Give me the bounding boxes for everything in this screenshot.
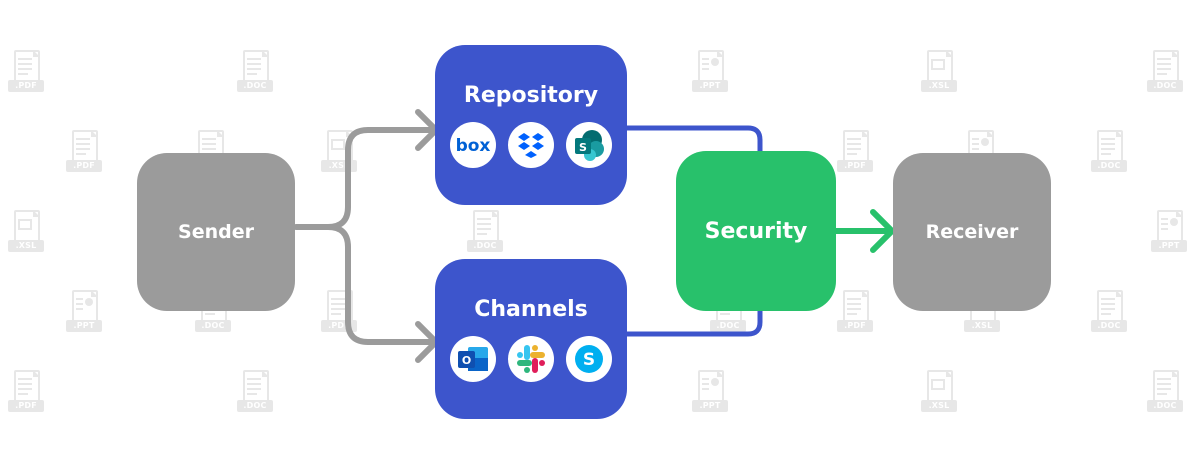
file-type-label: .DOC xyxy=(710,320,746,332)
file-ppt-icon: .PPT xyxy=(692,50,728,96)
file-type-label: .XSL xyxy=(921,80,957,92)
file-type-label: .PDF xyxy=(66,160,102,172)
connector-channels-security xyxy=(626,308,763,337)
dropbox-icon xyxy=(508,121,554,168)
skype-icon-text: S xyxy=(583,350,595,370)
file-type-label: .PPT xyxy=(1151,240,1187,252)
channels-node: Channels O xyxy=(435,259,627,419)
sender-label: Sender xyxy=(178,221,254,243)
file-doc-icon: .DOC xyxy=(1091,130,1127,176)
file-pdf-icon: .PDF xyxy=(837,130,873,176)
receiver-node: Receiver xyxy=(893,153,1051,311)
repository-icons: box xyxy=(450,121,612,168)
file-xsl-icon: .XSL xyxy=(8,210,44,256)
file-type-label: .PDF xyxy=(8,80,44,92)
file-ppt-icon: .PPT xyxy=(66,290,102,336)
file-type-label: .PPT xyxy=(692,400,728,412)
file-ppt-icon: .PPT xyxy=(692,370,728,416)
security-label: Security xyxy=(704,218,808,244)
outlook-icon: O xyxy=(450,335,496,382)
channels-icons: O xyxy=(450,335,612,382)
file-type-label: .DOC xyxy=(467,240,503,252)
file-type-label: .DOC xyxy=(1091,320,1127,332)
file-pdf-icon: .PDF xyxy=(8,370,44,416)
file-doc-icon: .DOC xyxy=(237,370,273,416)
file-type-label: .DOC xyxy=(237,400,273,412)
receiver-label: Receiver xyxy=(925,221,1019,243)
arrow-head-receiver xyxy=(870,209,895,253)
connector-repository-security xyxy=(626,125,763,152)
file-type-label: .XSL xyxy=(964,320,1000,332)
file-doc-icon: .DOC xyxy=(467,210,503,256)
file-type-label: .PDF xyxy=(837,160,873,172)
connector-sender-channels xyxy=(325,224,435,345)
file-doc-icon: .DOC xyxy=(1091,290,1127,336)
file-ppt-icon: .PPT xyxy=(1151,210,1187,256)
file-type-label: .PPT xyxy=(66,320,102,332)
box-icon-text: box xyxy=(456,136,491,155)
file-type-label: .DOC xyxy=(1091,160,1127,172)
repository-label: Repository xyxy=(463,82,599,108)
file-xsl-icon: .XSL xyxy=(921,50,957,96)
file-type-label: .DOC xyxy=(237,80,273,92)
security-node: Security xyxy=(676,151,836,311)
connector-sender-repository xyxy=(293,127,435,230)
file-type-label: .PDF xyxy=(8,400,44,412)
repository-node: Repository box xyxy=(435,45,627,205)
file-type-label: .DOC xyxy=(195,320,231,332)
outlook-icon-text: O xyxy=(462,354,471,367)
file-type-label: .PPT xyxy=(692,80,728,92)
file-doc-icon: .DOC xyxy=(1147,370,1183,416)
file-type-label: .DOC xyxy=(1147,80,1183,92)
sharepoint-icon-text: S xyxy=(579,141,587,154)
file-doc-icon: .DOC xyxy=(237,50,273,96)
file-pdf-icon: .PDF xyxy=(66,130,102,176)
file-pdf-icon: .PDF xyxy=(8,50,44,96)
box-icon: box xyxy=(450,121,496,168)
slack-icon xyxy=(508,335,554,382)
file-type-label: .XSL xyxy=(921,400,957,412)
file-doc-icon: .DOC xyxy=(1147,50,1183,96)
skype-icon: S xyxy=(566,335,612,382)
sharepoint-icon: S xyxy=(566,121,612,168)
file-type-label: .DOC xyxy=(1147,400,1183,412)
channels-label: Channels xyxy=(474,296,588,322)
file-type-label: .PDF xyxy=(837,320,873,332)
sender-node: Sender xyxy=(137,153,295,311)
file-type-label: .XSL xyxy=(8,240,44,252)
file-xsl-icon: .XSL xyxy=(921,370,957,416)
file-pdf-icon: .PDF xyxy=(837,290,873,336)
